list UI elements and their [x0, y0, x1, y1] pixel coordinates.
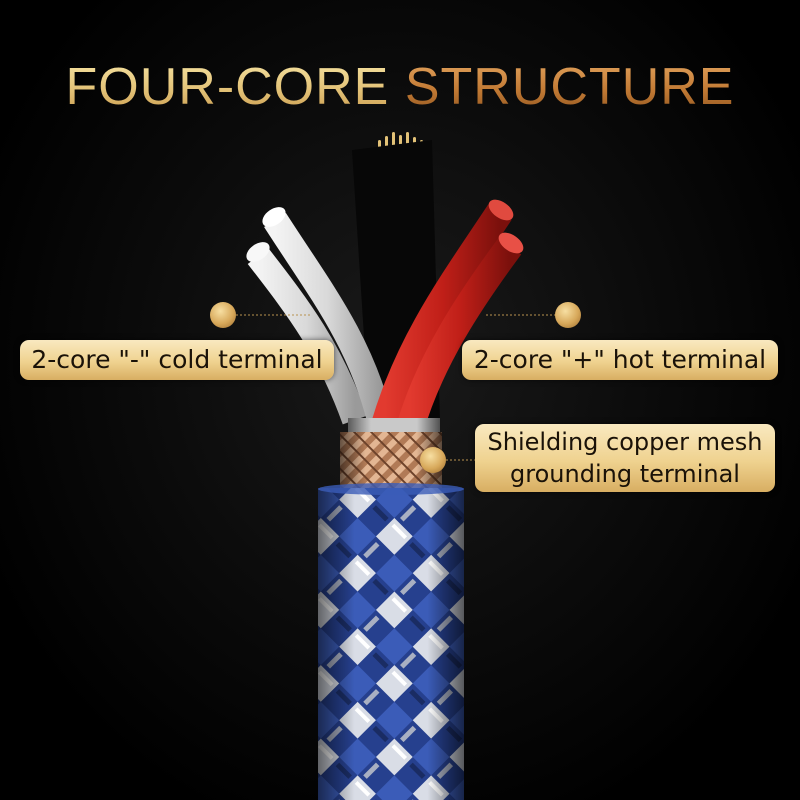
white-wire-end-back — [246, 242, 270, 262]
red-wire-end-front — [498, 232, 524, 254]
title-part-2: STRUCTURE — [404, 58, 735, 116]
title-part-1: FOUR-CORE — [65, 58, 390, 116]
white-wire-back — [247, 248, 368, 425]
page-title: FOUR-CORE STRUCTURE — [0, 52, 800, 122]
marker-dot-hot — [555, 302, 581, 328]
marker-dot-cold — [210, 302, 236, 328]
red-wire-back — [371, 204, 512, 429]
red-wire-front — [396, 237, 522, 433]
braided-jacket-shade — [318, 488, 464, 800]
white-wire-front — [264, 212, 393, 424]
cold-terminal-label: 2-core "-" cold terminal — [20, 340, 334, 380]
jacket-rim — [318, 483, 464, 495]
marker-dot-shield — [420, 447, 446, 473]
shield-label-line-1: Shielding copper mesh — [487, 428, 763, 456]
red-wire-end-back — [488, 199, 514, 221]
shield-terminal-label: Shielding copper mesh grounding terminal — [475, 424, 775, 492]
white-wire-end-front — [262, 207, 286, 227]
shield-label-line-2: grounding terminal — [510, 460, 740, 488]
hot-terminal-label: 2-core "+" hot terminal — [462, 340, 778, 380]
